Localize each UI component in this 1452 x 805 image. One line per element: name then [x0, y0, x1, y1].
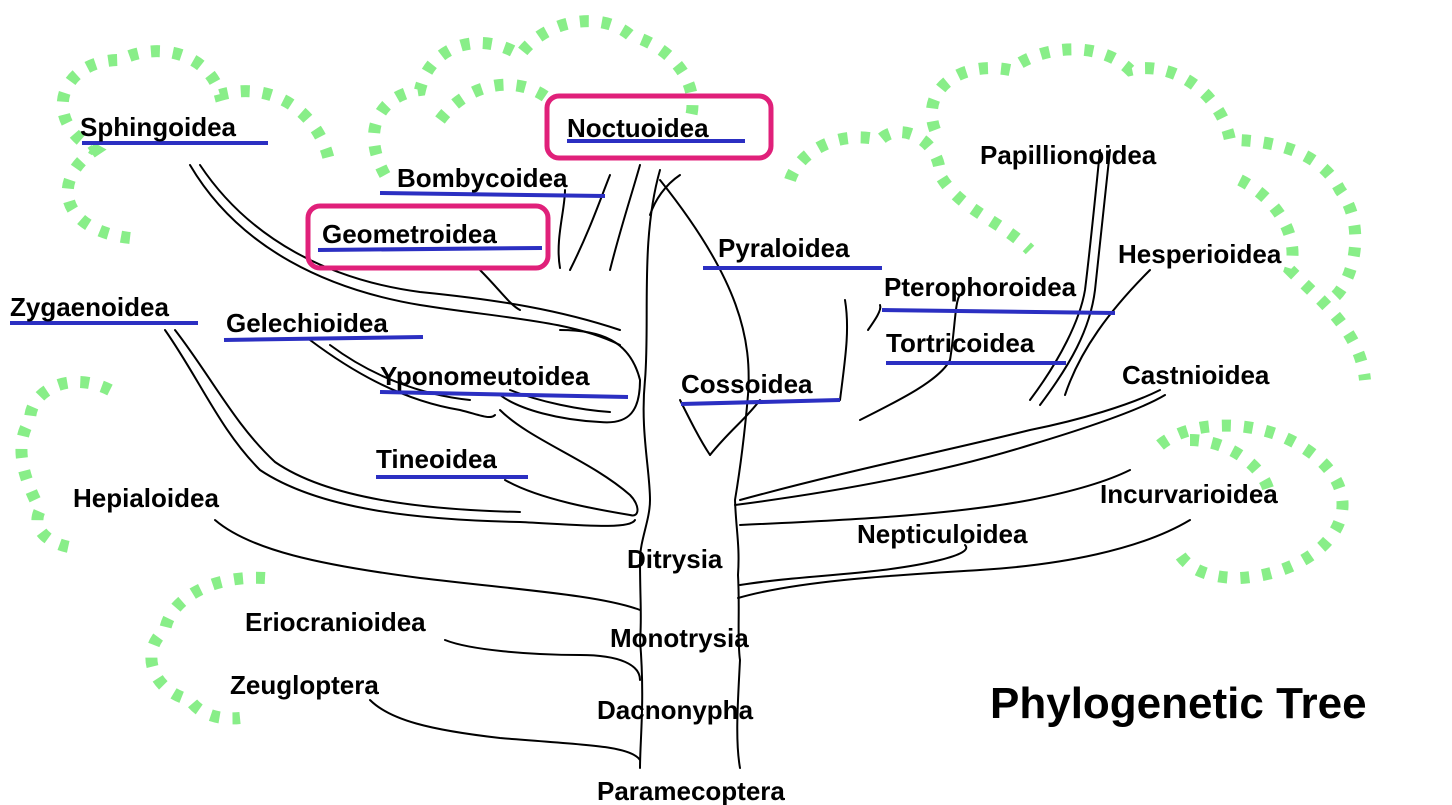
label-hepialoidea: Hepialoidea	[73, 483, 219, 513]
trunk-left	[640, 170, 660, 768]
foliage-cloud-top-center-2	[440, 85, 550, 120]
branch-upper-right-stem	[740, 470, 1130, 525]
branch-cossoidea-2	[680, 400, 710, 455]
group-labels: Sphingoidea Noctuoidea Bombycoidea Geome…	[10, 112, 1282, 700]
branch-hepialoidea	[215, 520, 640, 610]
branch-tineoidea	[500, 410, 638, 515]
label-paramecoptera: Paramecoptera	[597, 776, 785, 805]
branch-noctuoidea-1	[610, 165, 640, 270]
branch-zygaenoidea	[165, 330, 635, 526]
foliage-cloud-left	[21, 382, 110, 548]
underline-yponomeutoidea	[380, 392, 628, 397]
label-pterophoroidea: Pterophoroidea	[884, 272, 1077, 302]
label-papillionoidea: Papillionoidea	[980, 140, 1157, 170]
label-sphingoidea: Sphingoidea	[80, 112, 237, 142]
label-zeugloptera: Zeugloptera	[230, 670, 379, 700]
label-monotrysia: Monotrysia	[610, 623, 749, 653]
label-yponomeutoidea: Yponomeutoidea	[380, 361, 590, 391]
label-gelechioidea: Gelechioidea	[226, 308, 388, 338]
branch-bombycoidea	[559, 190, 565, 268]
diagram-title: Phylogenetic Tree	[990, 679, 1367, 728]
label-tortricoidea: Tortricoidea	[886, 328, 1035, 358]
label-tineoidea: Tineoidea	[376, 444, 497, 474]
branch-pterophoroidea	[868, 305, 880, 330]
label-castnioidea: Castnioidea	[1122, 360, 1270, 390]
label-eriocranioidea: Eriocranioidea	[245, 607, 426, 637]
label-zygaenoidea: Zygaenoidea	[10, 292, 169, 322]
label-pyraloidea: Pyraloidea	[718, 233, 850, 263]
label-incurvarioidea: Incurvarioidea	[1100, 479, 1278, 509]
branch-bombycoidea-2	[570, 175, 610, 270]
underline-bombycoidea	[380, 193, 605, 196]
label-dacnonypha: Dacnonypha	[597, 695, 754, 725]
branch-pyraloidea	[840, 300, 847, 400]
label-bombycoidea: Bombycoidea	[397, 163, 568, 193]
branch-cossoidea	[710, 400, 760, 455]
label-ditrysia: Ditrysia	[627, 544, 723, 574]
label-geometroidea: Geometroidea	[322, 219, 497, 249]
label-cossoidea: Cossoidea	[681, 369, 813, 399]
underline-cossoidea	[681, 400, 840, 404]
label-noctuoidea: Noctuoidea	[567, 113, 709, 143]
label-hesperioidea: Hesperioidea	[1118, 239, 1282, 269]
label-nepticuloidea: Nepticuloidea	[857, 519, 1028, 549]
